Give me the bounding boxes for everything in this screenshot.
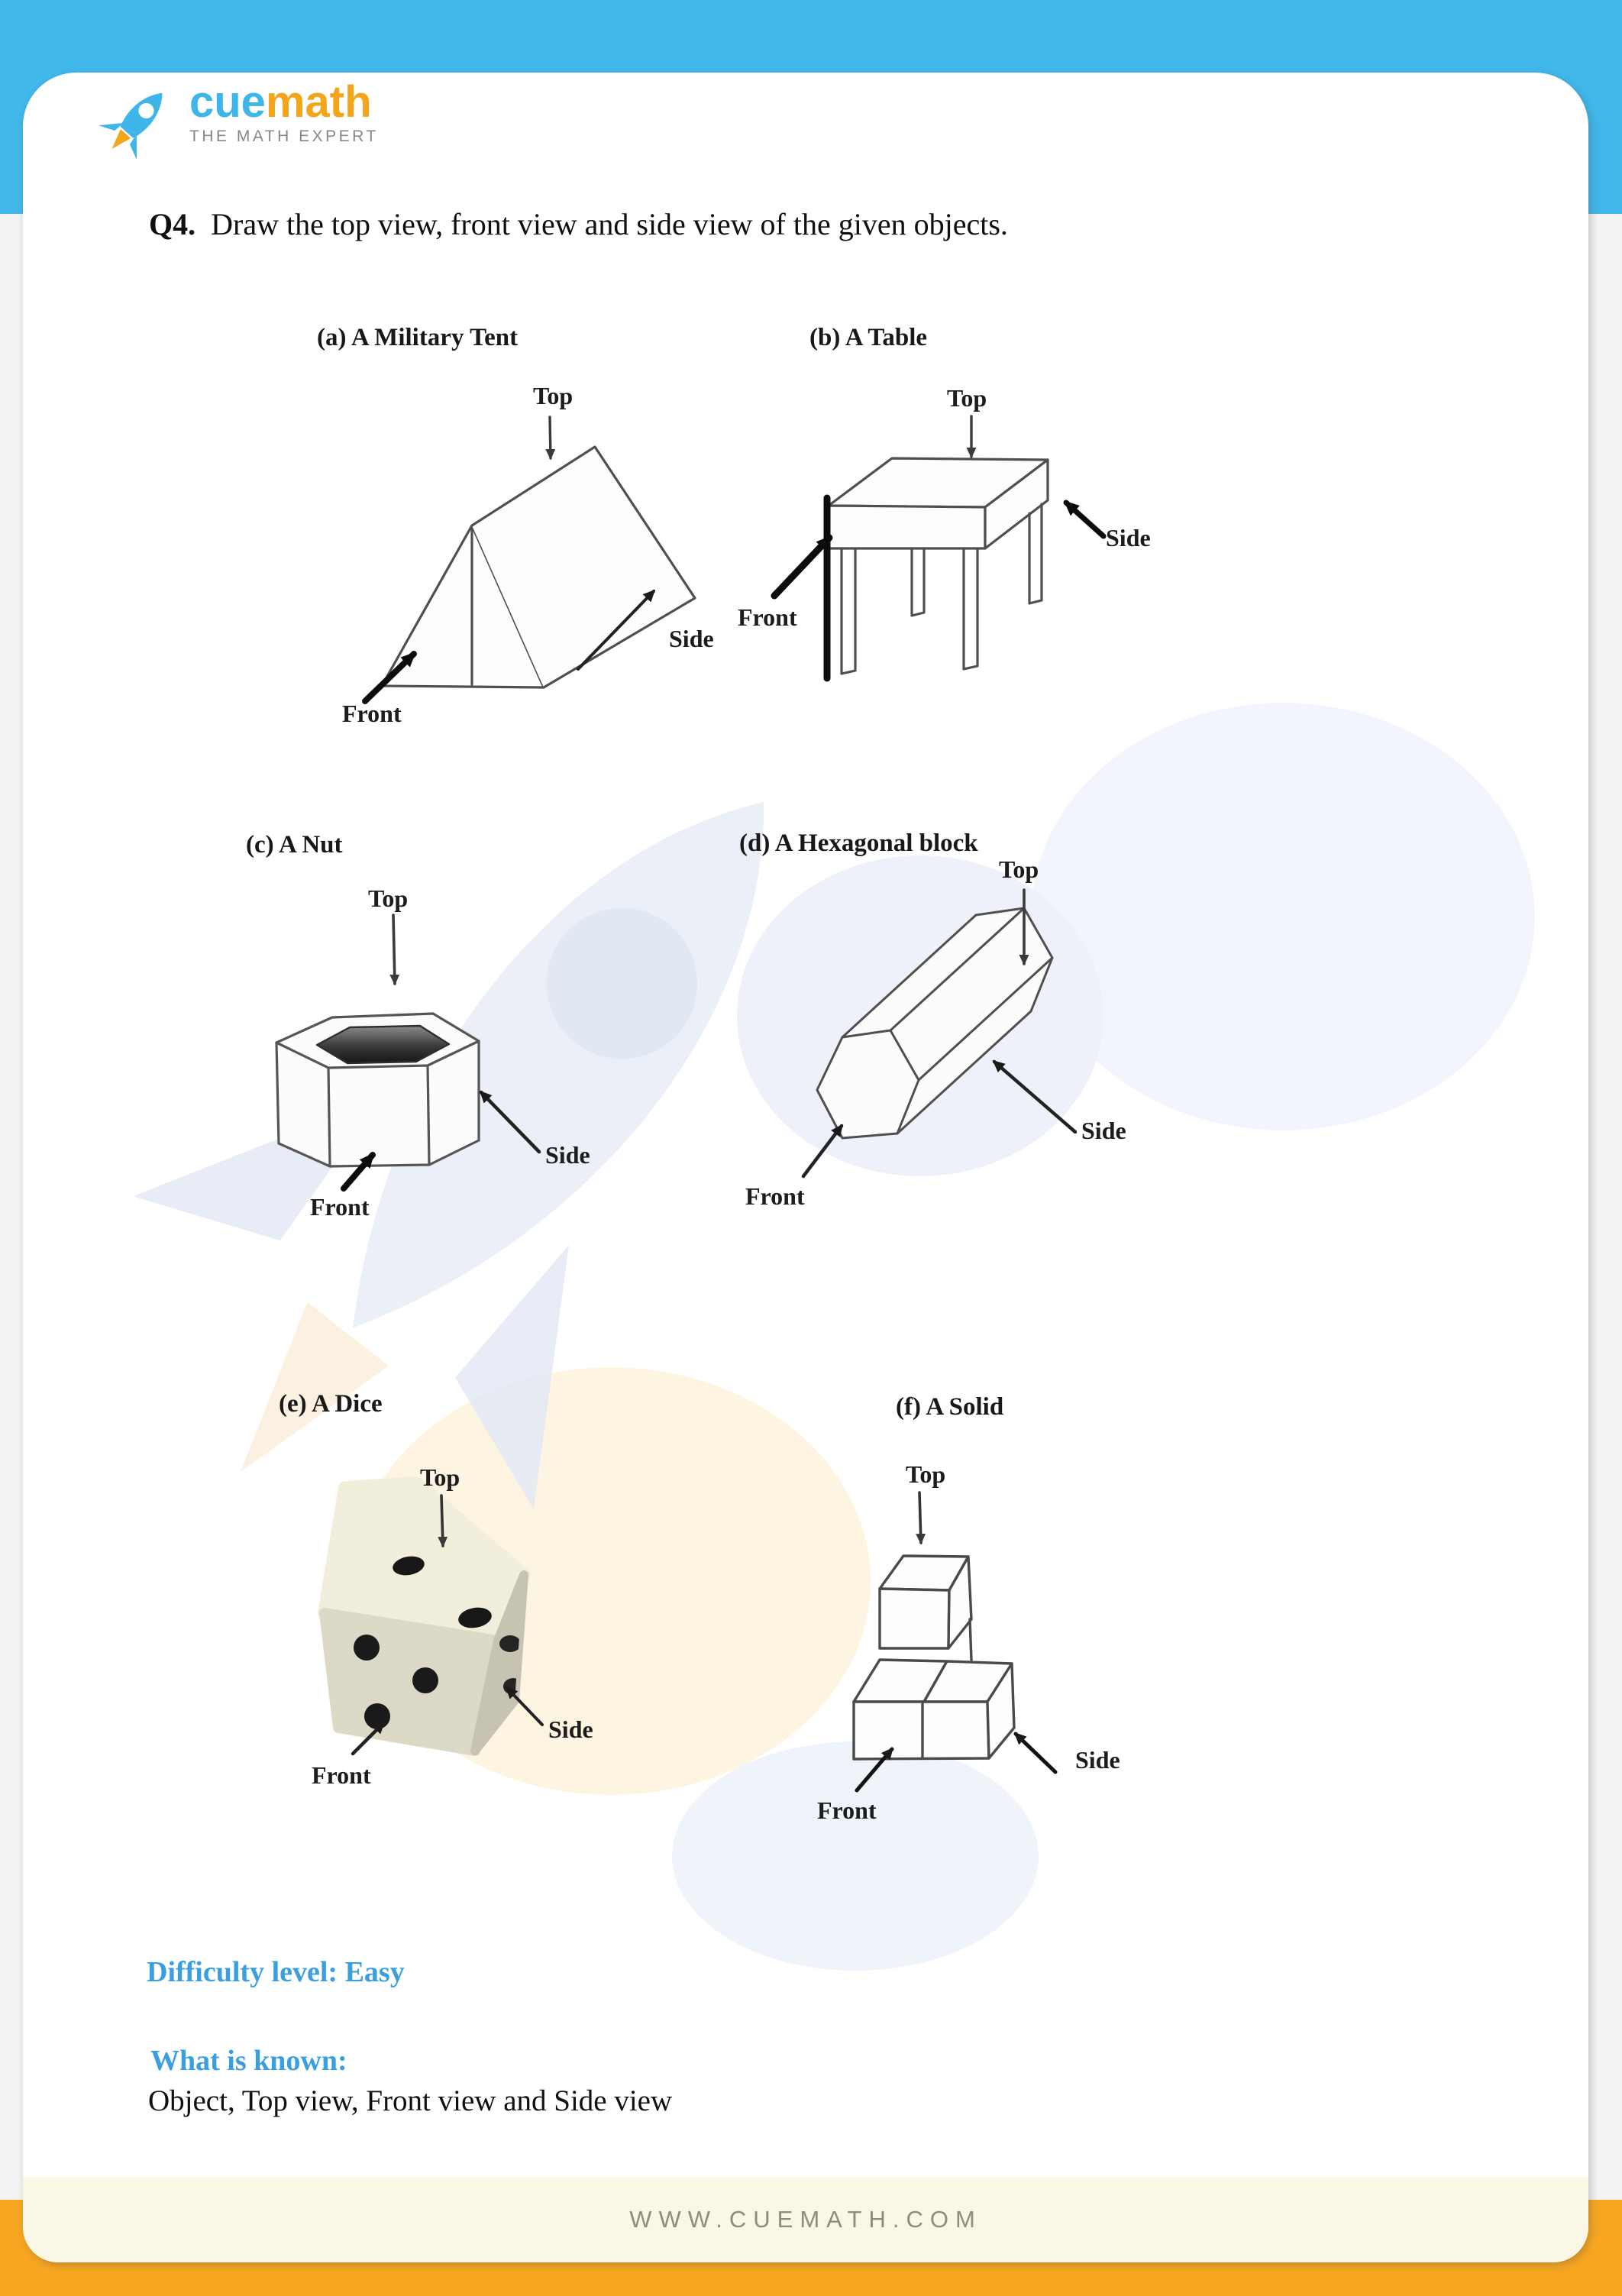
solid-top-label: Top [906, 1460, 946, 1488]
figure-b-title: (b) A Table [809, 324, 928, 351]
footer-url: WWW.CUEMATH.COM [629, 2206, 982, 2233]
footer-band: WWW.CUEMATH.COM [23, 2177, 1588, 2262]
tent-side-label: Side [669, 625, 714, 652]
tent-front-label: Front [342, 700, 402, 727]
hexblock-side-label: Side [1081, 1117, 1126, 1144]
brand-tagline: THE MATH EXPERT [189, 127, 379, 145]
figure-e-title: (e) A Dice [279, 1390, 383, 1418]
what-is-known-heading: What is known: [150, 2045, 347, 2077]
table-front-label: Front [738, 603, 797, 631]
what-is-known-body: Object, Top view, Front view and Side vi… [148, 2084, 673, 2117]
table-side-label: Side [1106, 524, 1151, 551]
hexblock-top-label: Top [999, 855, 1039, 883]
nut-side-label: Side [545, 1141, 590, 1169]
rocket-watermark [133, 802, 764, 1510]
tent-top-label: Top [533, 382, 574, 409]
hexblock-front-label: Front [745, 1182, 805, 1210]
nut-front-label: Front [310, 1193, 370, 1221]
dice-front-label: Front [312, 1761, 371, 1789]
figure-d-title: (d) A Hexagonal block [739, 829, 978, 857]
solid-front-label: Front [817, 1796, 877, 1824]
figure-a-title: (a) A Military Tent [317, 324, 519, 351]
solid-side-label: Side [1075, 1746, 1120, 1774]
difficulty-line: Difficulty level: Easy [147, 1956, 405, 1988]
dice-top-label: Top [420, 1463, 460, 1491]
nut-top-label: Top [368, 884, 409, 912]
figure-c-title: (c) A Nut [246, 831, 343, 859]
rocket-icon [99, 92, 163, 160]
question-number: Q4 [149, 207, 189, 241]
question-text: Draw the top view, front view and side v… [211, 207, 1008, 241]
figure-f-title: (f) A Solid [896, 1393, 1004, 1421]
question-line: Q4. Draw the top view, front view and si… [149, 207, 1008, 241]
dice-side-label: Side [548, 1716, 593, 1743]
brand-wordmark: cuemath [189, 77, 372, 127]
table-top-label: Top [947, 384, 987, 412]
cuemath-logo: cuemath THE MATH EXPERT [93, 79, 379, 165]
